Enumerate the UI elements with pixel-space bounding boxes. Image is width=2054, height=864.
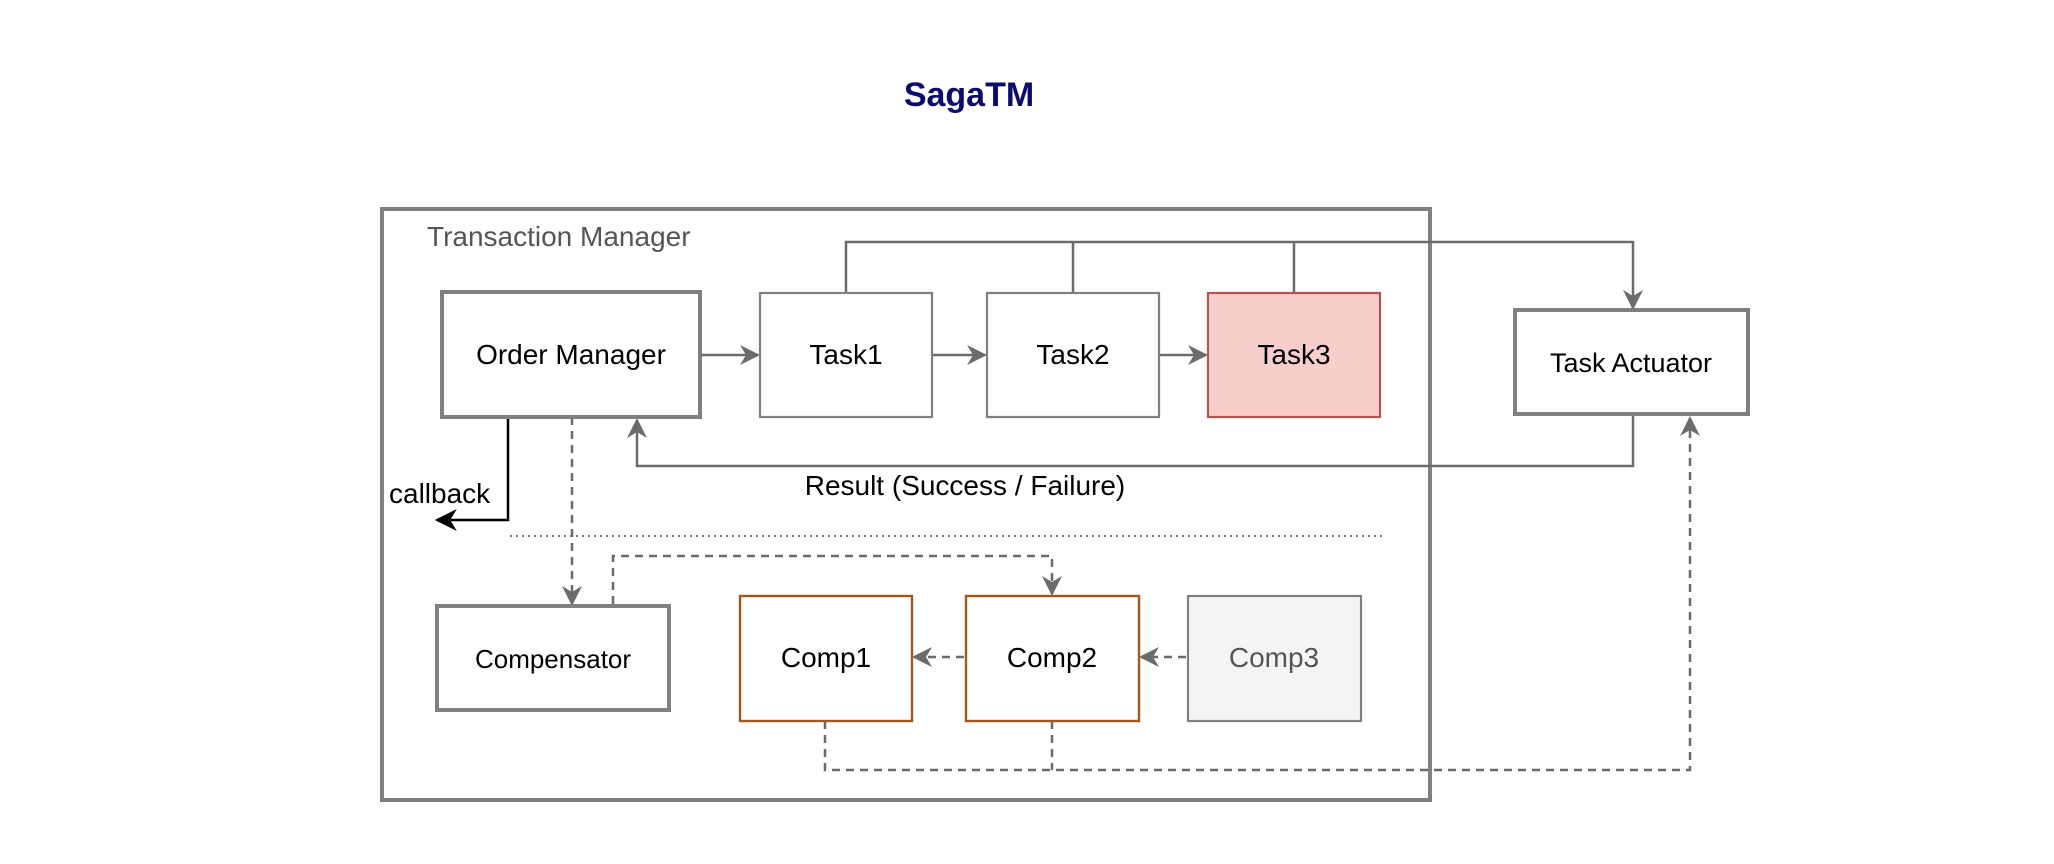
compensator-node: Compensator bbox=[435, 604, 671, 712]
task-actuator-node: Task Actuator bbox=[1513, 308, 1750, 416]
comp3-label: Comp3 bbox=[1229, 642, 1319, 673]
transaction-manager-label: Transaction Manager bbox=[427, 221, 691, 252]
task2-label: Task2 bbox=[1036, 339, 1109, 370]
order-manager-label: Order Manager bbox=[476, 339, 666, 370]
order-manager-node: Order Manager bbox=[440, 290, 702, 419]
compensator-label: Compensator bbox=[475, 644, 631, 674]
result-feedback-arrow bbox=[627, 414, 1635, 468]
diagram-title: SagaTM bbox=[904, 76, 1034, 114]
callback-arrow bbox=[434, 417, 510, 531]
comp1-label: Comp1 bbox=[781, 642, 871, 673]
comp2-label: Comp2 bbox=[1007, 642, 1097, 673]
callback-label: callback bbox=[389, 478, 491, 509]
compensation-arrows bbox=[562, 416, 1700, 772]
task-actuator-label: Task Actuator bbox=[1550, 348, 1712, 378]
task3-label: Task3 bbox=[1257, 339, 1330, 370]
result-label: Result (Success / Failure) bbox=[805, 470, 1126, 501]
task3-node: Task3 bbox=[1206, 291, 1382, 419]
comp2-node: Comp2 bbox=[964, 594, 1141, 723]
comp3-node: Comp3 bbox=[1186, 594, 1363, 723]
task1-node: Task1 bbox=[758, 291, 934, 419]
comp1-node: Comp1 bbox=[738, 594, 914, 723]
task2-node: Task2 bbox=[985, 291, 1161, 419]
task1-label: Task1 bbox=[809, 339, 882, 370]
task-dispatch-connector bbox=[844, 240, 1643, 310]
transaction-manager-container bbox=[380, 207, 1432, 802]
